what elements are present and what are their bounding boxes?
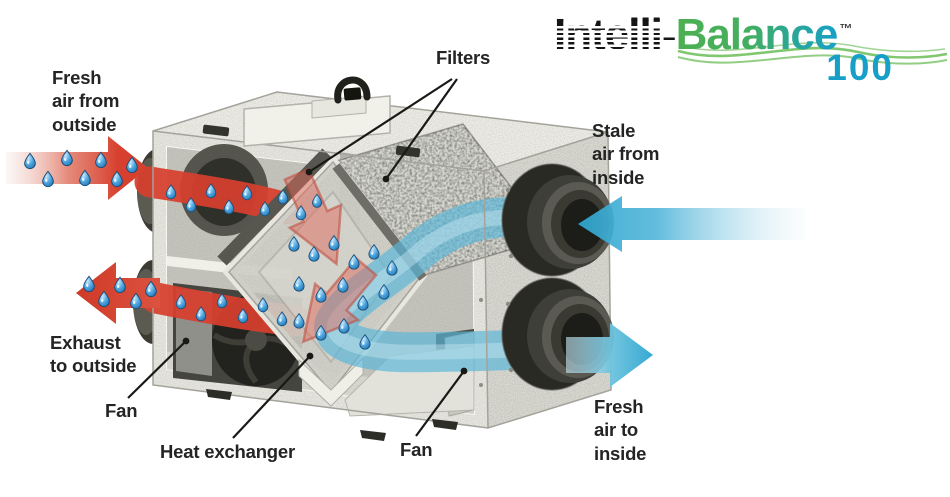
logo-trademark: ™ xyxy=(839,21,853,37)
logo-text-intelli: Intelli- xyxy=(554,10,676,59)
latch-right xyxy=(395,145,421,158)
power-cord xyxy=(334,76,371,104)
feet xyxy=(206,389,458,441)
pointer-dots xyxy=(182,168,468,375)
fresh-air-arrow xyxy=(6,136,148,200)
exhaust-arrow xyxy=(76,262,160,324)
label-fan-left: Fan xyxy=(105,400,138,421)
stale-air-arrow xyxy=(578,196,805,252)
latch-left xyxy=(202,124,230,137)
label-heat-exchanger: Heat exchanger xyxy=(160,441,295,462)
logo-text-balance: Balance xyxy=(675,10,839,59)
label-exhaust-to-outside: Exhaust to outside xyxy=(50,332,137,377)
pointer-lines xyxy=(127,78,465,439)
label-fresh-air-to-inside: Fresh air to inside xyxy=(594,396,647,464)
supply-air-arrow xyxy=(566,323,653,387)
electrical-box xyxy=(243,76,391,147)
logo-model-number: 100 xyxy=(826,47,894,88)
label-filters: Filters xyxy=(436,47,491,68)
label-fresh-air-from-outside: Fresh air from outside xyxy=(52,67,120,135)
label-stale-air-from-inside: Stale air from inside xyxy=(592,120,660,188)
label-fan-right: Fan xyxy=(400,439,433,460)
